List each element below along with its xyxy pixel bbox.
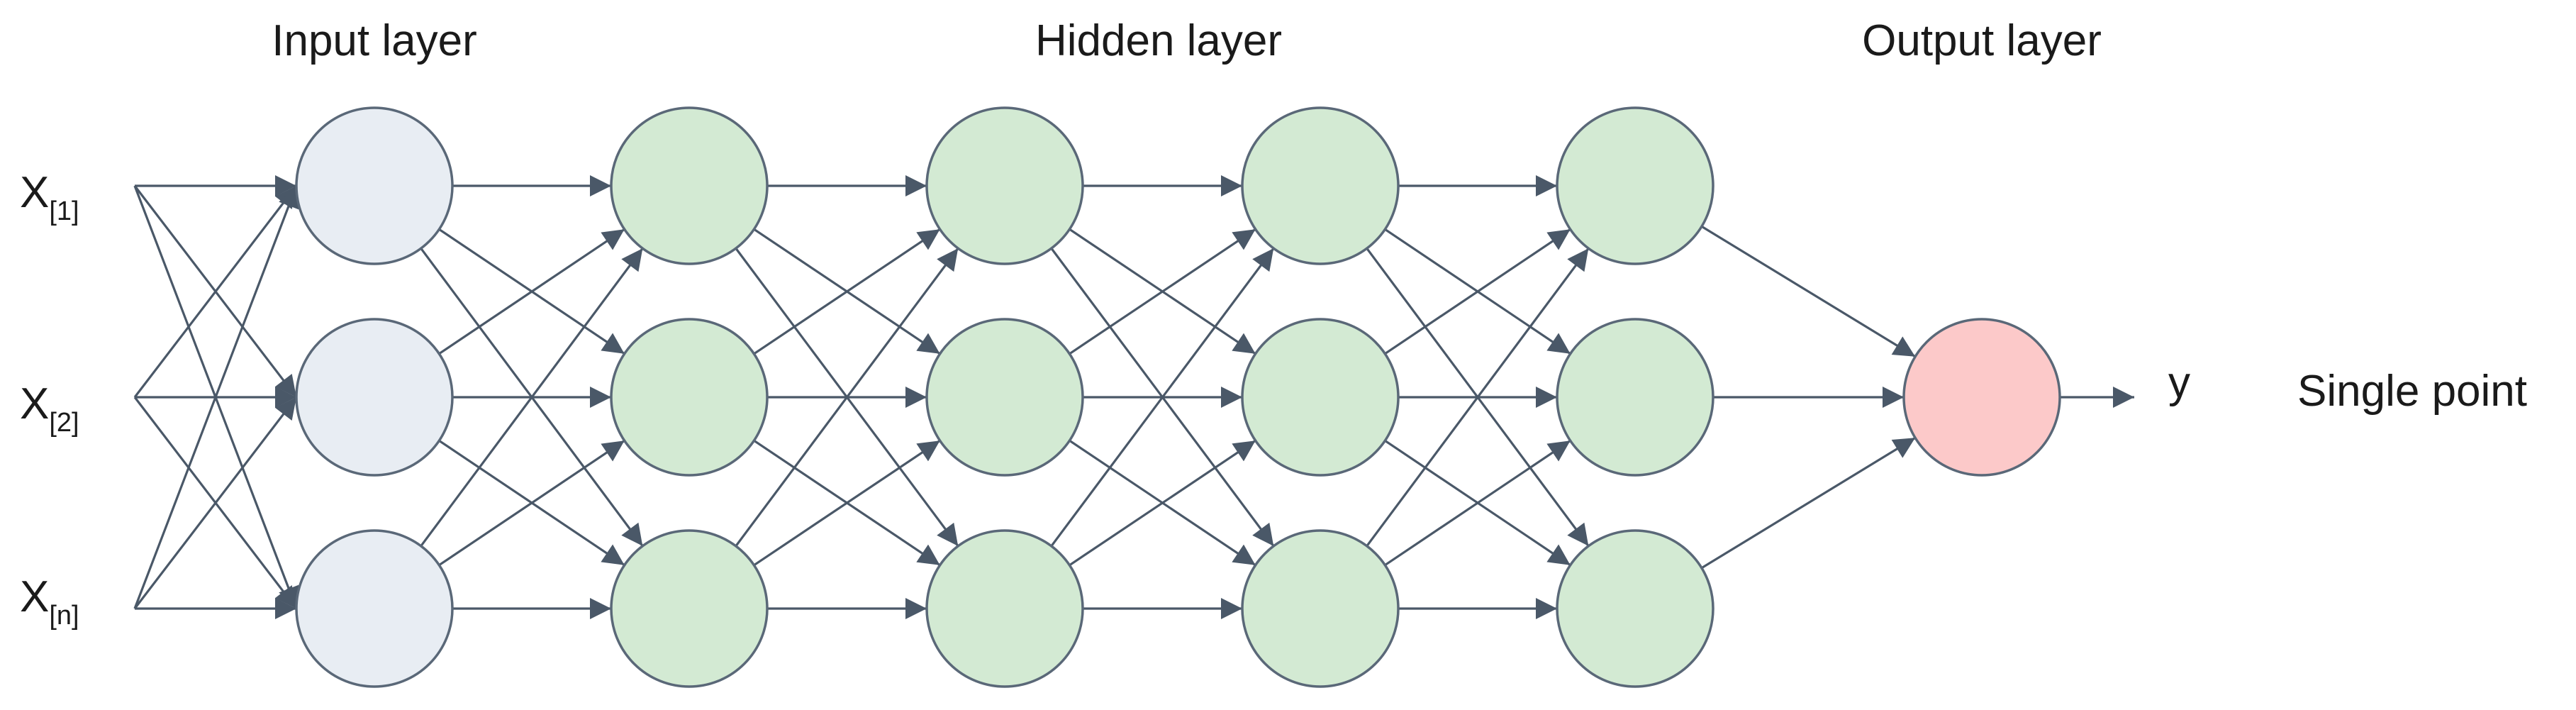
hidden-node-l3-2 [1241, 318, 1400, 477]
edge-l2-3-1 [1050, 248, 1275, 547]
input-label-1-main: X [20, 168, 49, 217]
edge-l3-2-1 [1384, 228, 1571, 355]
output-node-l5-1 [1902, 318, 2061, 477]
output-description: Single point [2297, 367, 2527, 416]
input-label-2-sub: [2] [49, 408, 79, 438]
hidden-node-l4-1 [1556, 106, 1714, 265]
input-label-n-sub: [n] [49, 601, 79, 631]
input-label-2: X[2] [20, 379, 79, 438]
edge-l0-2-1 [438, 228, 625, 355]
edge-l4-3-1 [1701, 436, 1916, 570]
input-label-n: X[n] [20, 572, 79, 631]
input-label-1-sub: [1] [49, 196, 79, 226]
hidden-node-l3-3 [1241, 529, 1400, 688]
input-edge-2-1 [133, 185, 298, 398]
hidden-layer-title: Hidden layer [1035, 16, 1282, 65]
input-label-1: X[1] [20, 168, 79, 226]
connections [133, 175, 2134, 619]
edge-l3-3-1 [1366, 248, 1590, 547]
edge-l2-3-2 [1069, 439, 1256, 567]
hidden-node-l1-1 [610, 106, 769, 265]
input-label-2-main: X [20, 379, 49, 428]
hidden-node-l2-1 [925, 106, 1084, 265]
edge-l3-3-2 [1384, 439, 1571, 567]
edge-l1-3-1 [735, 248, 959, 547]
neurons [295, 106, 2061, 688]
hidden-node-l4-3 [1556, 529, 1714, 688]
output-layer-title: Output layer [1862, 16, 2102, 65]
edge-l1-3-2 [753, 439, 941, 567]
input-edge-3-1 [133, 185, 299, 609]
input-edge-3-2 [133, 396, 298, 609]
input-layer-title: Input layer [272, 16, 477, 65]
input-node-l0-3 [295, 529, 454, 688]
hidden-node-l1-2 [610, 318, 769, 477]
hidden-node-l2-3 [925, 529, 1084, 688]
edge-l4-1-1 [1701, 225, 1916, 358]
input-node-l0-1 [295, 106, 454, 265]
edge-l1-2-1 [753, 228, 941, 355]
edge-l2-2-1 [1069, 228, 1256, 355]
input-label-n-main: X [20, 572, 49, 621]
hidden-node-l2-2 [925, 318, 1084, 477]
hidden-node-l3-1 [1241, 106, 1400, 265]
hidden-node-l4-2 [1556, 318, 1714, 477]
hidden-node-l1-3 [610, 529, 769, 688]
edge-l0-3-1 [420, 248, 644, 547]
output-symbol: y [2168, 358, 2190, 407]
input-node-l0-2 [295, 318, 454, 477]
edge-l0-3-2 [438, 439, 625, 567]
